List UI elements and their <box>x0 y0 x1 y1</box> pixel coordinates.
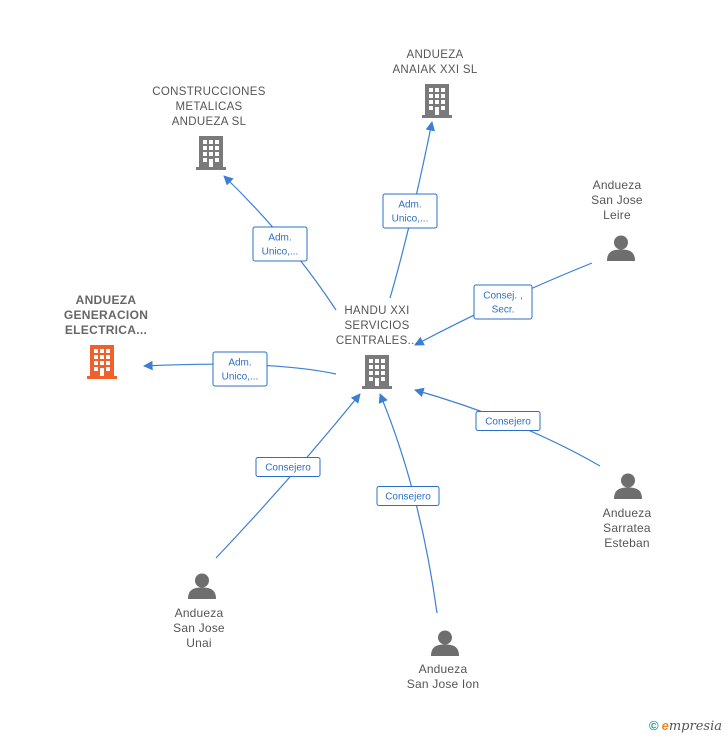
edge-label-handu-construcciones[interactable]: Adm. Unico,... <box>252 226 308 262</box>
node-label: Andueza <box>175 606 224 620</box>
person-icon <box>431 630 459 656</box>
edge-label-text: Consejero <box>485 417 531 428</box>
edge-label-text: Unico,... <box>392 214 429 225</box>
node-label: San Jose Ion <box>407 677 479 691</box>
brand-logo-initial: e <box>661 718 669 733</box>
node-label: Unai <box>186 636 211 650</box>
node-label: SERVICIOS <box>344 320 409 332</box>
node-anaiak[interactable]: ANDUEZA ANAIAK XXI SL <box>392 49 478 118</box>
node-handu[interactable]: HANDU XXI SERVICIOS CENTRALES... <box>336 305 418 389</box>
nodes-layer: HANDU XXI SERVICIOS CENTRALES... ANDUEZA ANA… <box>64 49 652 692</box>
node-label: Esteban <box>604 536 649 550</box>
edge-label-text: Unico,... <box>262 247 299 258</box>
edge-unai-handu <box>215 393 361 559</box>
node-generacion[interactable]: ANDUEZAGENERACIONELECTRICA... <box>64 293 148 379</box>
edge-label-handu-generacion[interactable]: Adm. Unico,... <box>212 351 268 387</box>
person-icon <box>607 235 635 261</box>
edge-label-text: Consejero <box>265 463 311 474</box>
node-label: ANDUEZA <box>406 49 463 61</box>
building-icon <box>87 345 117 379</box>
edge-label-leire-handu[interactable]: Consej. , Secr. <box>473 284 533 320</box>
person-icon <box>188 573 216 599</box>
node-label: HANDU XXI <box>344 305 409 317</box>
edge-label-ion-handu[interactable]: Consejero <box>376 486 440 506</box>
node-label: Andueza <box>419 662 468 676</box>
edge-label-text: Adm. <box>398 200 421 211</box>
building-icon <box>362 355 392 389</box>
node-label: ANAIAK XXI SL <box>392 64 477 76</box>
node-label: ANDUEZA SL <box>172 116 247 128</box>
edge-label-unai-handu[interactable]: Consejero <box>255 457 321 477</box>
node-label: San Jose <box>173 621 225 635</box>
node-label: METALICAS <box>175 101 242 113</box>
node-label: Andueza <box>593 178 642 192</box>
node-label: GENERACION <box>64 308 148 322</box>
node-label: Sarratea <box>603 521 651 535</box>
edge-label-text: Consej. , <box>483 291 522 302</box>
edge-label-text: Adm. <box>268 233 291 244</box>
brand-logo-text: mpresia <box>668 719 722 734</box>
node-label: Leire <box>603 208 631 222</box>
person-icon <box>614 473 642 499</box>
edge-label-text: Unico,... <box>222 372 259 383</box>
node-label: CONSTRUCCIONES <box>152 86 265 98</box>
edge-label-text: Secr. <box>492 305 515 316</box>
edge-label-text: Consejero <box>385 492 431 503</box>
footer-brand: ©empresia <box>649 718 722 734</box>
copyright-icon: © <box>649 718 659 733</box>
node-label: ELECTRICA... <box>65 323 147 337</box>
building-icon <box>422 84 452 118</box>
node-label: CENTRALES... <box>336 335 418 347</box>
node-label: Andueza <box>603 506 652 520</box>
building-icon <box>196 136 226 170</box>
node-construcciones[interactable]: CONSTRUCCIONES METALICAS ANDUEZA SL <box>152 86 265 170</box>
node-label: San Jose <box>591 193 643 207</box>
edge-labels-layer: Adm. Unico,... Adm. Unico,... Adm. Unico,... C… <box>212 193 541 506</box>
edge-label-text: Adm. <box>228 358 251 369</box>
edge-label-handu-anaiak[interactable]: Adm. Unico,... <box>382 193 438 229</box>
node-label: ANDUEZA <box>76 293 137 307</box>
edge-label-esteban-handu[interactable]: Consejero <box>475 411 541 431</box>
